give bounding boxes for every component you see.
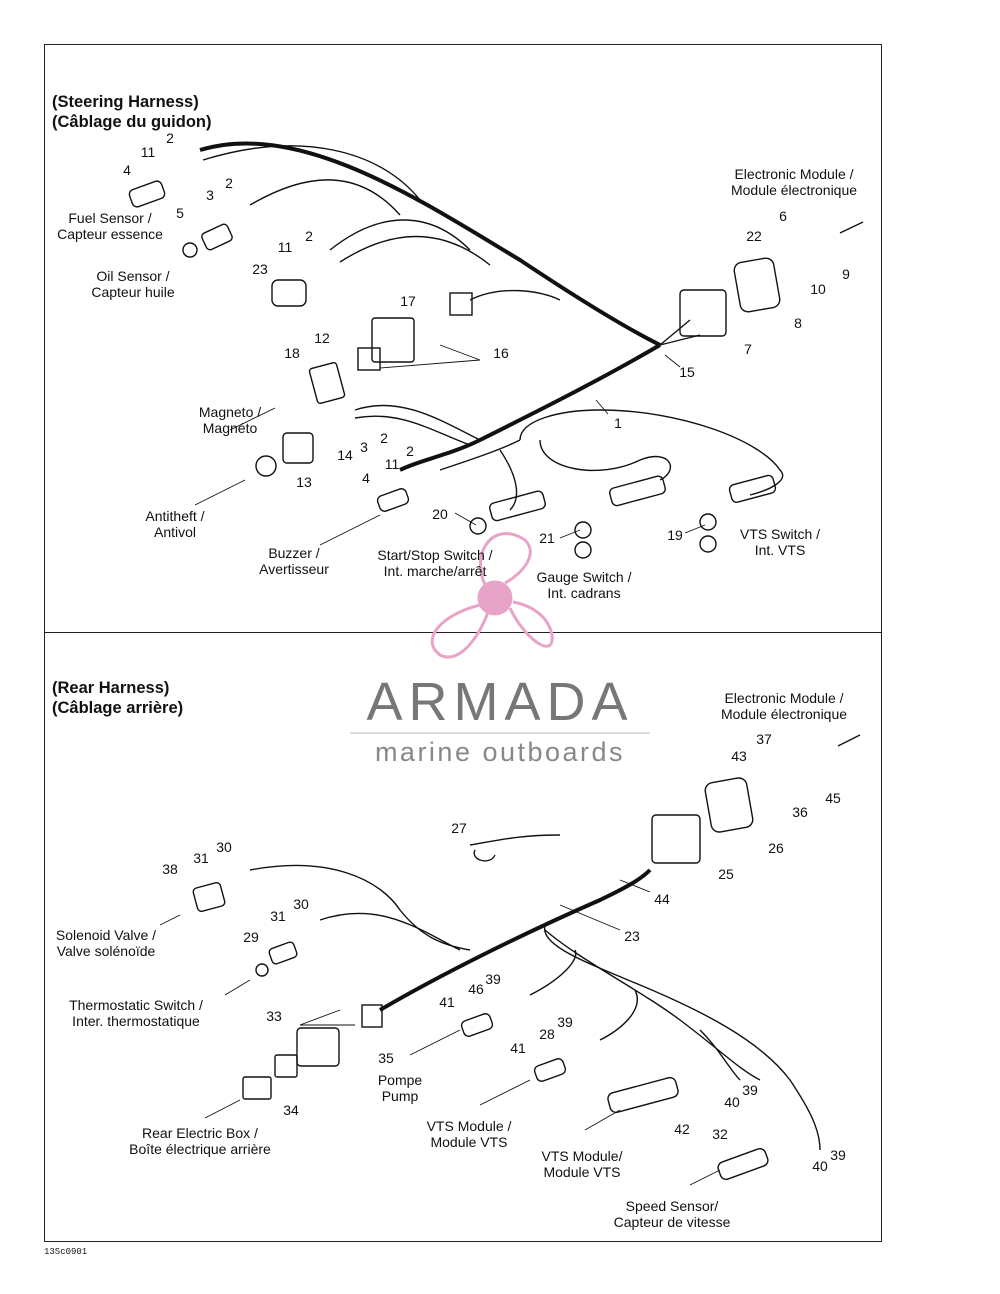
callout-number: 31 — [193, 850, 209, 866]
callout-number: 2 — [406, 443, 414, 459]
callout-number: 6 — [779, 208, 787, 224]
label-speed-sensor: Speed Sensor/Capteur de vitesse — [613, 1198, 731, 1230]
section-divider — [44, 632, 882, 633]
label-solenoid-valve: Solenoid Valve /Valve solénoïde — [55, 927, 157, 959]
callout-number: 13 — [296, 474, 312, 490]
callout-number: 28 — [539, 1026, 555, 1042]
callout-number: 40 — [812, 1158, 828, 1174]
callout-number: 46 — [468, 981, 484, 997]
callout-number: 23 — [252, 261, 268, 277]
callout-number: 35 — [378, 1050, 394, 1066]
label-buzzer: Buzzer /Avertisseur — [259, 545, 329, 577]
callout-number: 27 — [451, 820, 467, 836]
callout-number: 29 — [243, 929, 259, 945]
label-oil-sensor: Oil Sensor /Capteur huile — [91, 268, 175, 300]
callout-number: 40 — [724, 1094, 740, 1110]
callout-number: 2 — [225, 175, 233, 191]
callout-number: 19 — [667, 527, 683, 543]
callout-number: 30 — [216, 839, 232, 855]
callout-number: 7 — [744, 341, 752, 357]
callout-number: 3 — [206, 187, 214, 203]
callout-number: 8 — [794, 315, 802, 331]
callout-number: 45 — [825, 790, 841, 806]
callout-number: 41 — [510, 1040, 526, 1056]
callout-number: 10 — [810, 281, 826, 297]
callout-number: 32 — [712, 1126, 728, 1142]
callout-number: 26 — [768, 840, 784, 856]
armada-propeller-logo — [430, 532, 554, 659]
callout-number: 11 — [277, 239, 293, 255]
callout-number: 5 — [176, 205, 184, 221]
callout-number: 1 — [614, 415, 622, 431]
callout-number: 9 — [842, 266, 850, 282]
label-gauge-switch: Gauge Switch /Int. cadrans — [536, 569, 632, 601]
label-start-stop-switch: Start/Stop Switch /Int. marche/arrêt — [377, 547, 493, 579]
callout-number: 16 — [493, 345, 509, 361]
callout-number: 15 — [679, 364, 695, 380]
label-electronic-module-top: Electronic Module /Module électronique — [730, 166, 858, 198]
callout-number: 23 — [624, 928, 640, 944]
callout-number: 3 — [360, 439, 368, 455]
callout-number: 11 — [140, 144, 156, 160]
callout-number: 11 — [384, 456, 400, 472]
label-vts-module-2: VTS Module/Module VTS — [541, 1148, 623, 1180]
callout-number: 12 — [314, 330, 330, 346]
callout-number: 31 — [270, 908, 286, 924]
armada-logo-tagline: marine outboards — [374, 737, 626, 767]
callout-number: 36 — [792, 804, 808, 820]
callout-number: 14 — [337, 447, 353, 463]
label-electronic-module-bottom: Electronic Module /Module électronique — [720, 690, 848, 722]
steering-harness-title: (Steering Harness)(Câblage du guidon) — [52, 93, 212, 131]
callout-number: 25 — [718, 866, 734, 882]
callout-number: 39 — [742, 1082, 758, 1098]
callout-number: 33 — [266, 1008, 282, 1024]
callout-number: 39 — [485, 971, 501, 987]
label-antitheft: Antitheft /Antivol — [145, 508, 205, 540]
callout-number: 17 — [400, 293, 416, 309]
callout-number: 20 — [432, 506, 448, 522]
figure-code: 13Sc0901 — [44, 1247, 88, 1257]
callout-number: 4 — [123, 162, 131, 178]
label-thermostatic-switch: Thermostatic Switch /Inter. thermostatiq… — [69, 997, 203, 1029]
diagram-frame — [44, 44, 882, 1242]
callout-number: 39 — [830, 1147, 846, 1163]
callout-number: 30 — [293, 896, 309, 912]
callout-number: 41 — [439, 994, 455, 1010]
callout-number: 2 — [166, 130, 174, 146]
label-vts-switch: VTS Switch /Int. VTS — [739, 526, 821, 558]
label-magneto: Magneto /Magnéto — [198, 404, 262, 436]
armada-logo-text: ARMADA — [366, 672, 634, 732]
callout-number: 2 — [380, 430, 388, 446]
callout-number: 37 — [756, 731, 772, 747]
callout-number: 2 — [305, 228, 313, 244]
rear-harness-title: (Rear Harness)(Câblage arrière) — [52, 679, 184, 717]
label-vts-module-1: VTS Module /Module VTS — [426, 1118, 512, 1150]
callout-number: 22 — [746, 228, 762, 244]
callout-number: 42 — [674, 1121, 690, 1137]
callout-number: 21 — [539, 530, 555, 546]
callout-number: 38 — [162, 861, 178, 877]
logo-underline — [350, 732, 650, 734]
callout-number: 4 — [362, 470, 370, 486]
label-rear-electric-box: Rear Electric Box /Boîte électrique arri… — [129, 1125, 271, 1157]
callout-number: 18 — [284, 345, 300, 361]
callout-number: 34 — [283, 1102, 299, 1118]
callout-number: 39 — [557, 1014, 573, 1030]
callout-number: 43 — [731, 748, 747, 764]
callout-number: 44 — [654, 891, 670, 907]
label-fuel-sensor: Fuel Sensor /Capteur essence — [57, 210, 163, 242]
